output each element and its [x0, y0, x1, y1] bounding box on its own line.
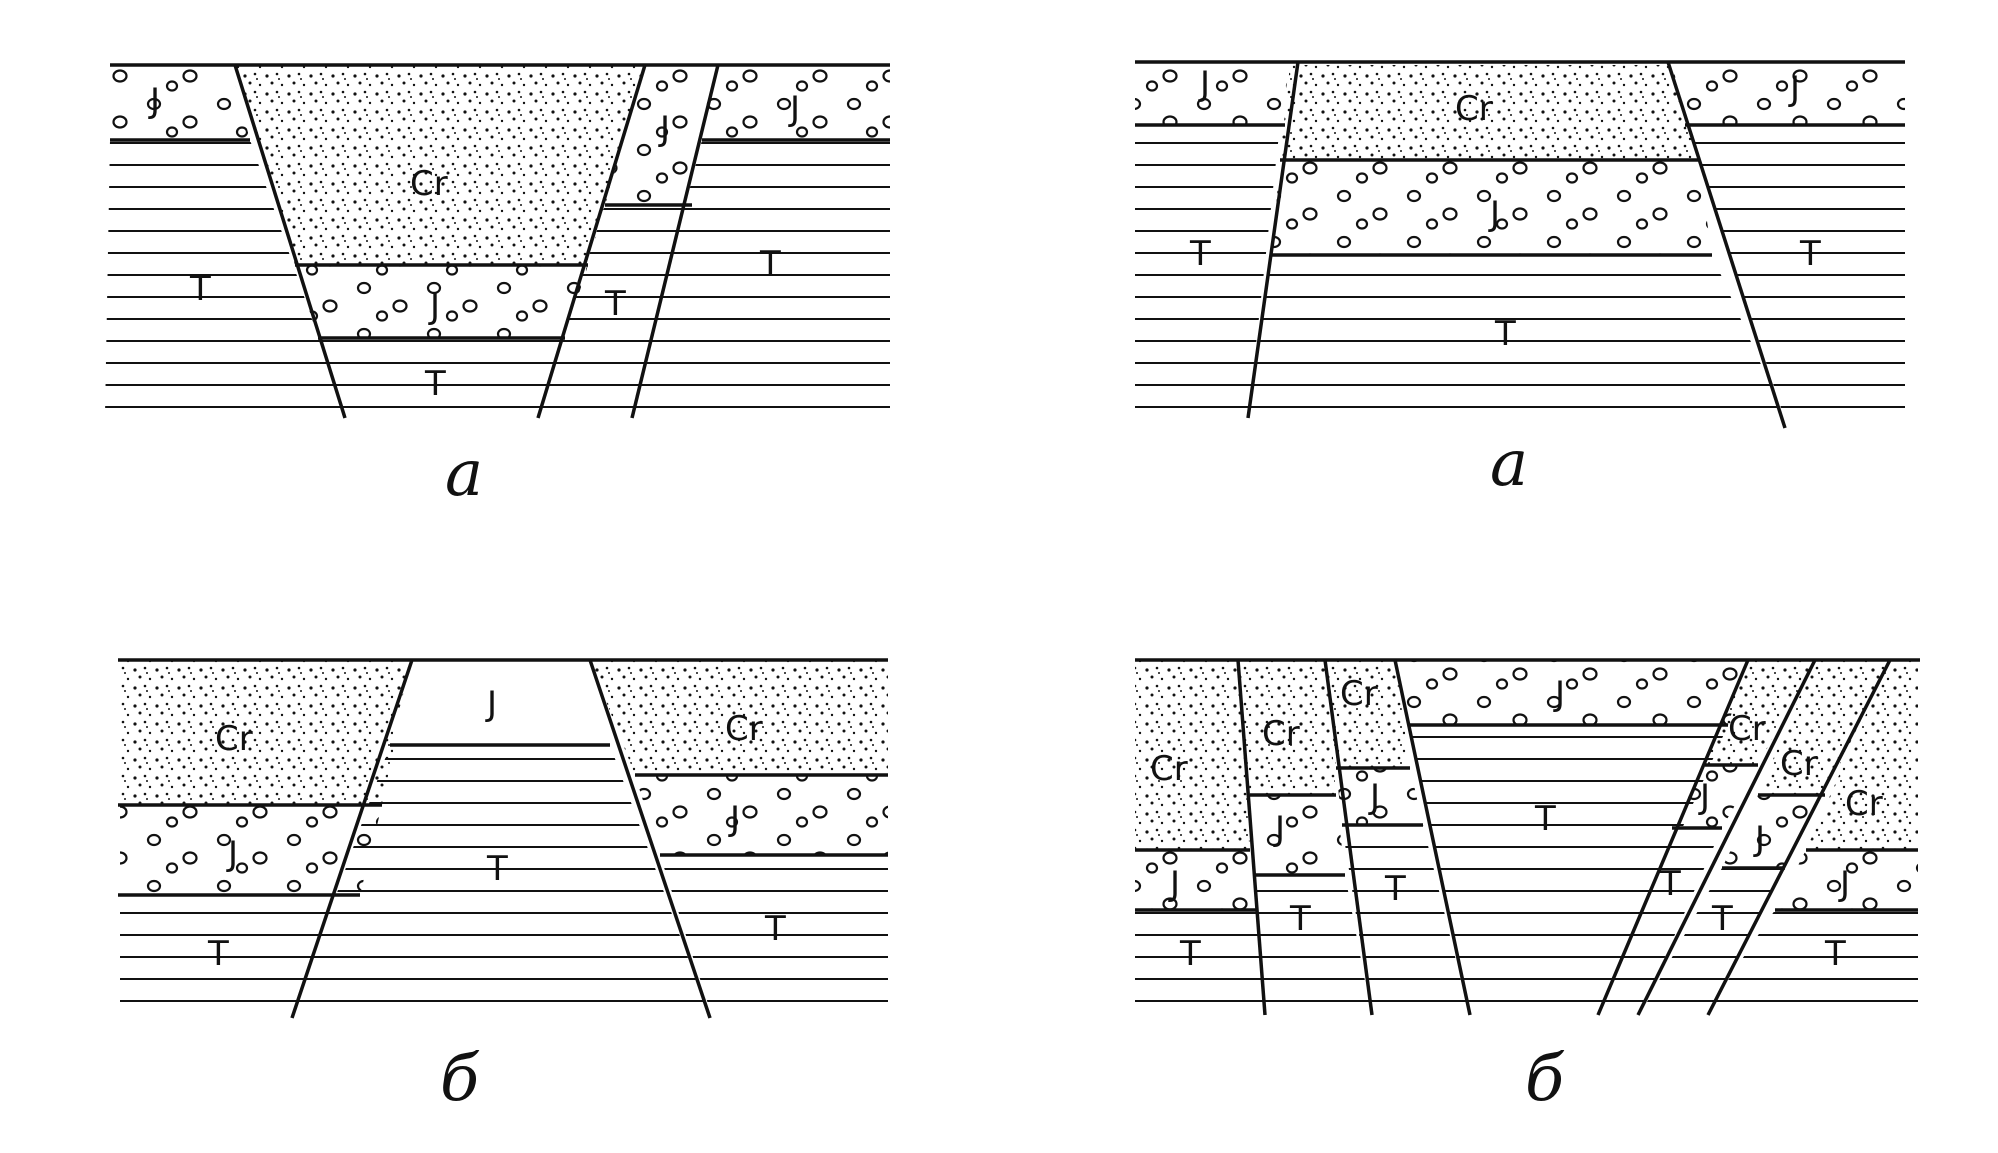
bl-right-cretaceous — [590, 660, 888, 775]
tr-right-jurassic — [1672, 65, 1905, 125]
br-b5-cretaceous — [1705, 660, 1815, 765]
br-label-t-6: T — [1711, 899, 1733, 939]
tl-label-t-left: T — [189, 269, 211, 309]
bl-left-triassic — [120, 895, 360, 1015]
tl-right-jurassic — [702, 65, 890, 140]
br-b1-cretaceous — [1135, 660, 1250, 850]
tr-label-t-right: T — [1799, 234, 1821, 274]
tr-graben-jurassic — [1272, 160, 1712, 255]
br-label-t-7: T — [1824, 934, 1846, 974]
br-label-t-4: T — [1534, 799, 1556, 839]
bl-label-cr-right: Cr — [725, 709, 763, 749]
br-label-j-4: J — [1553, 674, 1565, 714]
bl-right-jurassic — [635, 775, 888, 855]
br-b4-jurassic — [1395, 660, 1748, 725]
br-label-t-3: T — [1384, 869, 1406, 909]
bl-label-t-left: T — [207, 934, 229, 974]
tl-label-t-graben: T — [424, 364, 446, 404]
tl-label-cr: Cr — [410, 164, 448, 204]
br-label-j-3: J — [1368, 777, 1380, 817]
tr-right-triassic — [1688, 125, 1905, 420]
bl-right-triassic — [660, 855, 888, 1010]
tr-label-t-graben: T — [1494, 314, 1516, 354]
bl-label-j-horst: J — [485, 684, 497, 724]
br-label-cr-2: Cr — [1262, 714, 1300, 754]
tr-label-t-left: T — [1189, 234, 1211, 274]
br-label-cr-1: Cr — [1150, 749, 1188, 789]
br-b2-cretaceous — [1238, 660, 1336, 795]
tl-graben-jurassic — [295, 265, 588, 338]
tr-label-j-right: J — [1788, 69, 1800, 109]
tl-graben-triassic — [318, 338, 565, 420]
bl-label-j-right: J — [728, 799, 740, 839]
br-b5-triassic — [1598, 828, 1722, 1018]
caption-bottom-right: б — [1525, 1042, 1565, 1116]
br-label-j-2: J — [1273, 809, 1285, 849]
tr-graben-cretaceous — [1280, 65, 1698, 160]
tr-left-jurassic — [1135, 65, 1290, 125]
tl-sliver-triassic — [538, 205, 692, 418]
tr-label-cr: Cr — [1455, 89, 1493, 129]
bl-label-cr-left: Cr — [215, 719, 253, 759]
tr-label-j-left: J — [1198, 64, 1210, 104]
br-b7-triassic — [1708, 910, 1918, 1010]
br-b7-jurassic — [1775, 850, 1918, 910]
br-b3-cretaceous — [1325, 660, 1410, 768]
br-b3-triassic — [1342, 825, 1470, 1018]
tl-label-t-sliver: T — [604, 284, 626, 324]
tl-label-j-right: J — [788, 89, 800, 129]
caption-bottom-left: б — [440, 1042, 480, 1116]
tr-graben-triassic — [1248, 255, 1785, 418]
br-b5-jurassic — [1672, 765, 1758, 828]
tl-sliver-jurassic — [605, 65, 718, 205]
panel-top-right: J Cr J J T T T а — [1135, 60, 1905, 501]
tl-right-triassic — [632, 140, 890, 418]
br-b6-triassic — [1638, 868, 1785, 1018]
br-label-j-7: J — [1838, 864, 1850, 904]
br-label-j-1: J — [1168, 864, 1180, 904]
br-b1-jurassic — [1135, 850, 1256, 910]
tl-left-jurassic — [110, 65, 250, 140]
panel-bottom-right: Cr Cr Cr J Cr Cr Cr J J J J J J T T T T … — [1135, 658, 1920, 1116]
tl-label-j-graben: J — [428, 287, 440, 327]
br-b6-jurassic — [1722, 795, 1825, 868]
br-b3-jurassic — [1336, 768, 1423, 825]
br-b2-triassic — [1255, 875, 1372, 1018]
tr-label-j-graben: J — [1488, 194, 1500, 234]
br-b7-cretaceous — [1806, 660, 1918, 850]
br-label-j-6: J — [1753, 819, 1765, 859]
tl-label-j-sliver: J — [658, 109, 670, 149]
br-label-cr-6: Cr — [1780, 744, 1818, 784]
br-label-t-1: T — [1179, 934, 1201, 974]
br-b2-jurassic — [1250, 795, 1345, 875]
tl-graben-cretaceous — [235, 65, 645, 265]
br-label-cr-7: Cr — [1845, 784, 1883, 824]
tl-label-t-right: T — [759, 244, 781, 284]
br-label-j-5: J — [1698, 777, 1710, 817]
br-b1-triassic — [1135, 910, 1265, 1010]
br-label-cr-3: Cr — [1340, 674, 1378, 714]
tl-label-j-left: J — [148, 81, 160, 121]
bl-left-cretaceous — [120, 660, 412, 805]
bl-label-t-right: T — [764, 909, 786, 949]
panel-bottom-left: Cr J T J T Cr J T б — [118, 658, 888, 1116]
bl-label-t-horst: T — [486, 849, 508, 889]
caption-top-right: а — [1490, 427, 1528, 501]
bl-horst-triassic — [292, 745, 710, 1018]
br-label-cr-5: Cr — [1728, 709, 1766, 749]
bl-horst-jurassic — [390, 660, 610, 745]
bl-left-jurassic — [120, 805, 382, 895]
panel-top-left: J Cr J J T J T T T а — [105, 63, 890, 511]
br-label-t-5: T — [1659, 864, 1681, 904]
caption-top-left: а — [445, 437, 483, 511]
tr-left-triassic — [1135, 125, 1280, 418]
br-label-t-2: T — [1289, 899, 1311, 939]
bl-label-j-left: J — [226, 834, 238, 874]
tl-left-triassic — [105, 140, 345, 415]
br-b6-cretaceous — [1758, 660, 1890, 795]
br-b4-triassic — [1410, 725, 1728, 1018]
